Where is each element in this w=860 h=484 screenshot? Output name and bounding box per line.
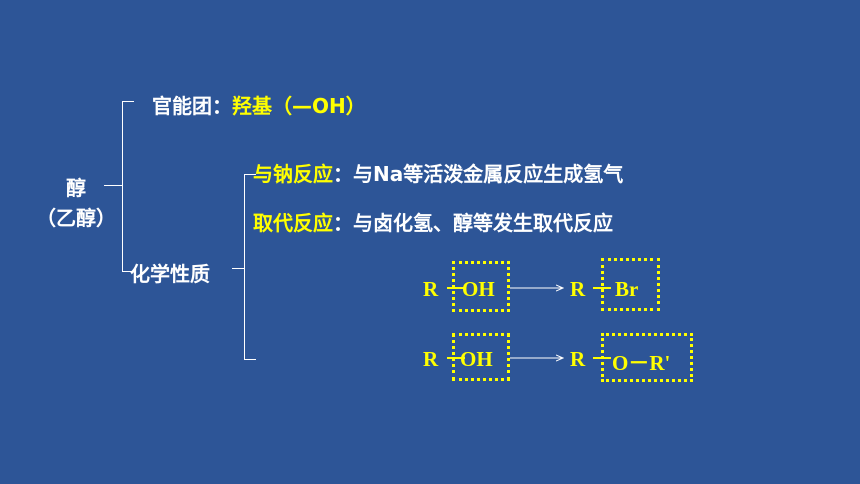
root-label: 醇 xyxy=(66,176,86,200)
reaction-desc-substitution: ：与卤化氢、醇等发生取代反应 xyxy=(333,211,613,235)
eq1-product-box xyxy=(601,258,660,311)
functional-group-value: 羟基（—OH） xyxy=(232,94,366,118)
eq2-reactant-group: OH xyxy=(460,347,493,371)
eq1-reactant-r: R xyxy=(423,277,439,301)
eq2-product-group: O－R' xyxy=(612,351,671,375)
reaction-name-sodium: 与钠反应 xyxy=(253,162,333,186)
eq1-product-group: Br xyxy=(615,277,639,301)
eq2-product-r: R xyxy=(570,347,586,371)
reaction-name-substitution: 取代反应 xyxy=(253,211,333,235)
eq2-reactant-r: R xyxy=(423,347,439,371)
eq1-product-r: R xyxy=(570,277,586,301)
root-sublabel: （乙醇） xyxy=(36,206,116,230)
chem-props-label: 化学性质 xyxy=(130,262,210,286)
reaction-row-substitution: 取代反应：与卤化氢、醇等发生取代反应 xyxy=(253,207,613,236)
eq1-reactant-box xyxy=(452,261,510,312)
eq2-product-box xyxy=(601,333,693,382)
functional-group-label: 官能团： xyxy=(152,94,232,118)
reaction-desc-sodium: ：与Na等活泼金属反应生成氢气 xyxy=(333,162,624,186)
eq2-reactant-box xyxy=(452,333,510,381)
functional-group-row: 官能团：羟基（—OH） xyxy=(152,90,366,119)
eq1-reactant-group: OH xyxy=(462,277,495,301)
reaction-row-sodium: 与钠反应：与Na等活泼金属反应生成氢气 xyxy=(253,158,623,187)
